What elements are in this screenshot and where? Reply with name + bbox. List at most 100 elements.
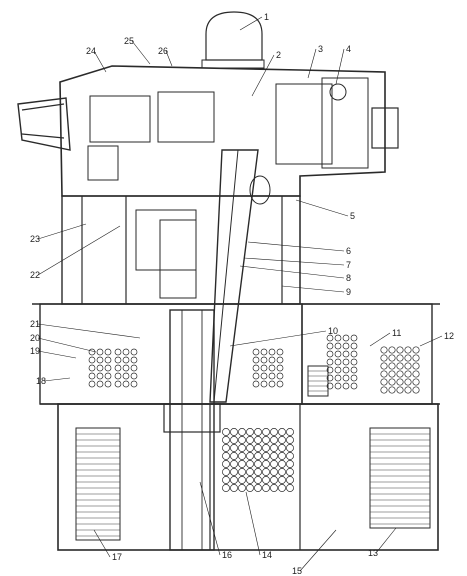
leader-c15 (299, 529, 337, 572)
deck-rounds-11-round (326, 342, 334, 350)
deck-rounds-11-round (326, 374, 334, 382)
callout-1: 1 (264, 12, 269, 22)
radar-dish (329, 83, 347, 101)
deck-rounds-left-2-round (122, 380, 130, 388)
leader-c2 (251, 54, 275, 97)
deck-rounds-left-2-round (130, 372, 138, 380)
callout-21: 21 (30, 319, 40, 329)
deck-rounds-mid-round (276, 348, 284, 356)
deck-rounds-12-round (404, 346, 412, 354)
hold-rounds-center-round (246, 452, 254, 460)
hold-rounds-center-round (222, 428, 230, 436)
equipment-mid-center (159, 219, 197, 299)
hold-rounds-center-round (270, 468, 278, 476)
hold-rounds-center-round (262, 428, 270, 436)
leader-c23 (37, 223, 87, 240)
deck-small-rack (307, 365, 329, 397)
leader-c12 (419, 335, 443, 347)
hold-rounds-center-round (230, 444, 238, 452)
leader-c11 (369, 332, 391, 347)
deck-rounds-mid-round (268, 348, 276, 356)
deck-rounds-12-round (412, 346, 420, 354)
deck-rounds-12-round (380, 354, 388, 362)
gun-housing (17, 97, 71, 151)
deck-rounds-left-round (88, 380, 96, 388)
deck-rounds-11-round (350, 350, 358, 358)
leader-c7 (243, 257, 345, 266)
callout-14: 14 (262, 550, 272, 560)
hold-rounds-center-round (262, 468, 270, 476)
deck-rounds-11-round (334, 350, 342, 358)
hold-rack-left-frame (75, 427, 121, 541)
deck-rounds-mid-round (276, 364, 284, 372)
hold-rounds-center-round (238, 484, 246, 492)
hold-rounds-center-round (238, 444, 246, 452)
deck-rounds-11 (326, 334, 358, 390)
hold-rounds-center-round (270, 428, 278, 436)
deck-rounds-mid-round (260, 364, 268, 372)
callout-24: 24 (86, 46, 96, 56)
deck-rounds-11-round (334, 358, 342, 366)
deck-rounds-left-round (96, 364, 104, 372)
deck-rounds-12-round (388, 354, 396, 362)
deck-rounds-left-round (104, 372, 112, 380)
leader-c14 (245, 491, 261, 556)
hold-rounds-center-round (254, 428, 262, 436)
callout-22: 22 (30, 270, 40, 280)
leader-c13 (375, 527, 397, 554)
hold-rounds-center-round (286, 460, 294, 468)
hold-rounds-center-round (238, 452, 246, 460)
deck-rounds-12-round (396, 386, 404, 394)
hold-rounds-center-round (222, 476, 230, 484)
hold-rounds-center-round (254, 476, 262, 484)
hold-rounds-center-round (222, 444, 230, 452)
central-trunk (169, 309, 215, 551)
deck-rounds-mid-round (276, 380, 284, 388)
deck-rounds-11-round (342, 358, 350, 366)
hold-rounds-center-round (254, 460, 262, 468)
deck-rounds-left-round (88, 364, 96, 372)
callout-7: 7 (346, 260, 351, 270)
deck-rounds-mid-round (252, 372, 260, 380)
deck-rounds-left-2-round (114, 356, 122, 364)
deck-rounds-11-round (350, 374, 358, 382)
deck-rounds-mid-round (252, 348, 260, 356)
deck-rounds-left-round (96, 372, 104, 380)
deck-rounds-12-round (388, 370, 396, 378)
callout-4: 4 (346, 44, 351, 54)
hold-rounds-center-round (238, 460, 246, 468)
hold-rounds-center-round (262, 460, 270, 468)
deck-rounds-left-2-round (130, 380, 138, 388)
deck-rounds-12-round (396, 370, 404, 378)
deck-rounds-mid-round (252, 356, 260, 364)
deck-rounds-mid-round (276, 372, 284, 380)
callout-16: 16 (222, 550, 232, 560)
hold-rounds-center-round (238, 436, 246, 444)
deck-rounds-11-round (334, 374, 342, 382)
deck-rounds-12-round (380, 346, 388, 354)
hold-rounds-center-round (222, 484, 230, 492)
hold-rounds-center-round (254, 452, 262, 460)
equipment-box-upper-left (89, 95, 151, 143)
hold-rounds-center-round (278, 452, 286, 460)
hoist-rail (209, 149, 259, 403)
leader-c6 (247, 241, 345, 252)
trunk-head (163, 403, 221, 433)
hold-rounds-center-round (222, 452, 230, 460)
cylinder-mid (249, 175, 271, 205)
deck-rounds-11-round (350, 334, 358, 342)
hold-rounds-center-round (278, 468, 286, 476)
leader-c5 (295, 199, 349, 217)
callout-leaders (37, 16, 443, 572)
leader-c18 (43, 377, 71, 382)
callout-2: 2 (276, 50, 281, 60)
deck-rounds-left-round (104, 348, 112, 356)
callout-11: 11 (392, 328, 401, 338)
lower-deck-left (39, 303, 303, 405)
hold-rounds-center-round (230, 452, 238, 460)
hold-rounds-center-round (246, 436, 254, 444)
callout-13: 13 (368, 548, 378, 558)
callout-10: 10 (328, 326, 338, 336)
deck-rounds-left-round (96, 356, 104, 364)
hold-rounds-center-round (270, 476, 278, 484)
